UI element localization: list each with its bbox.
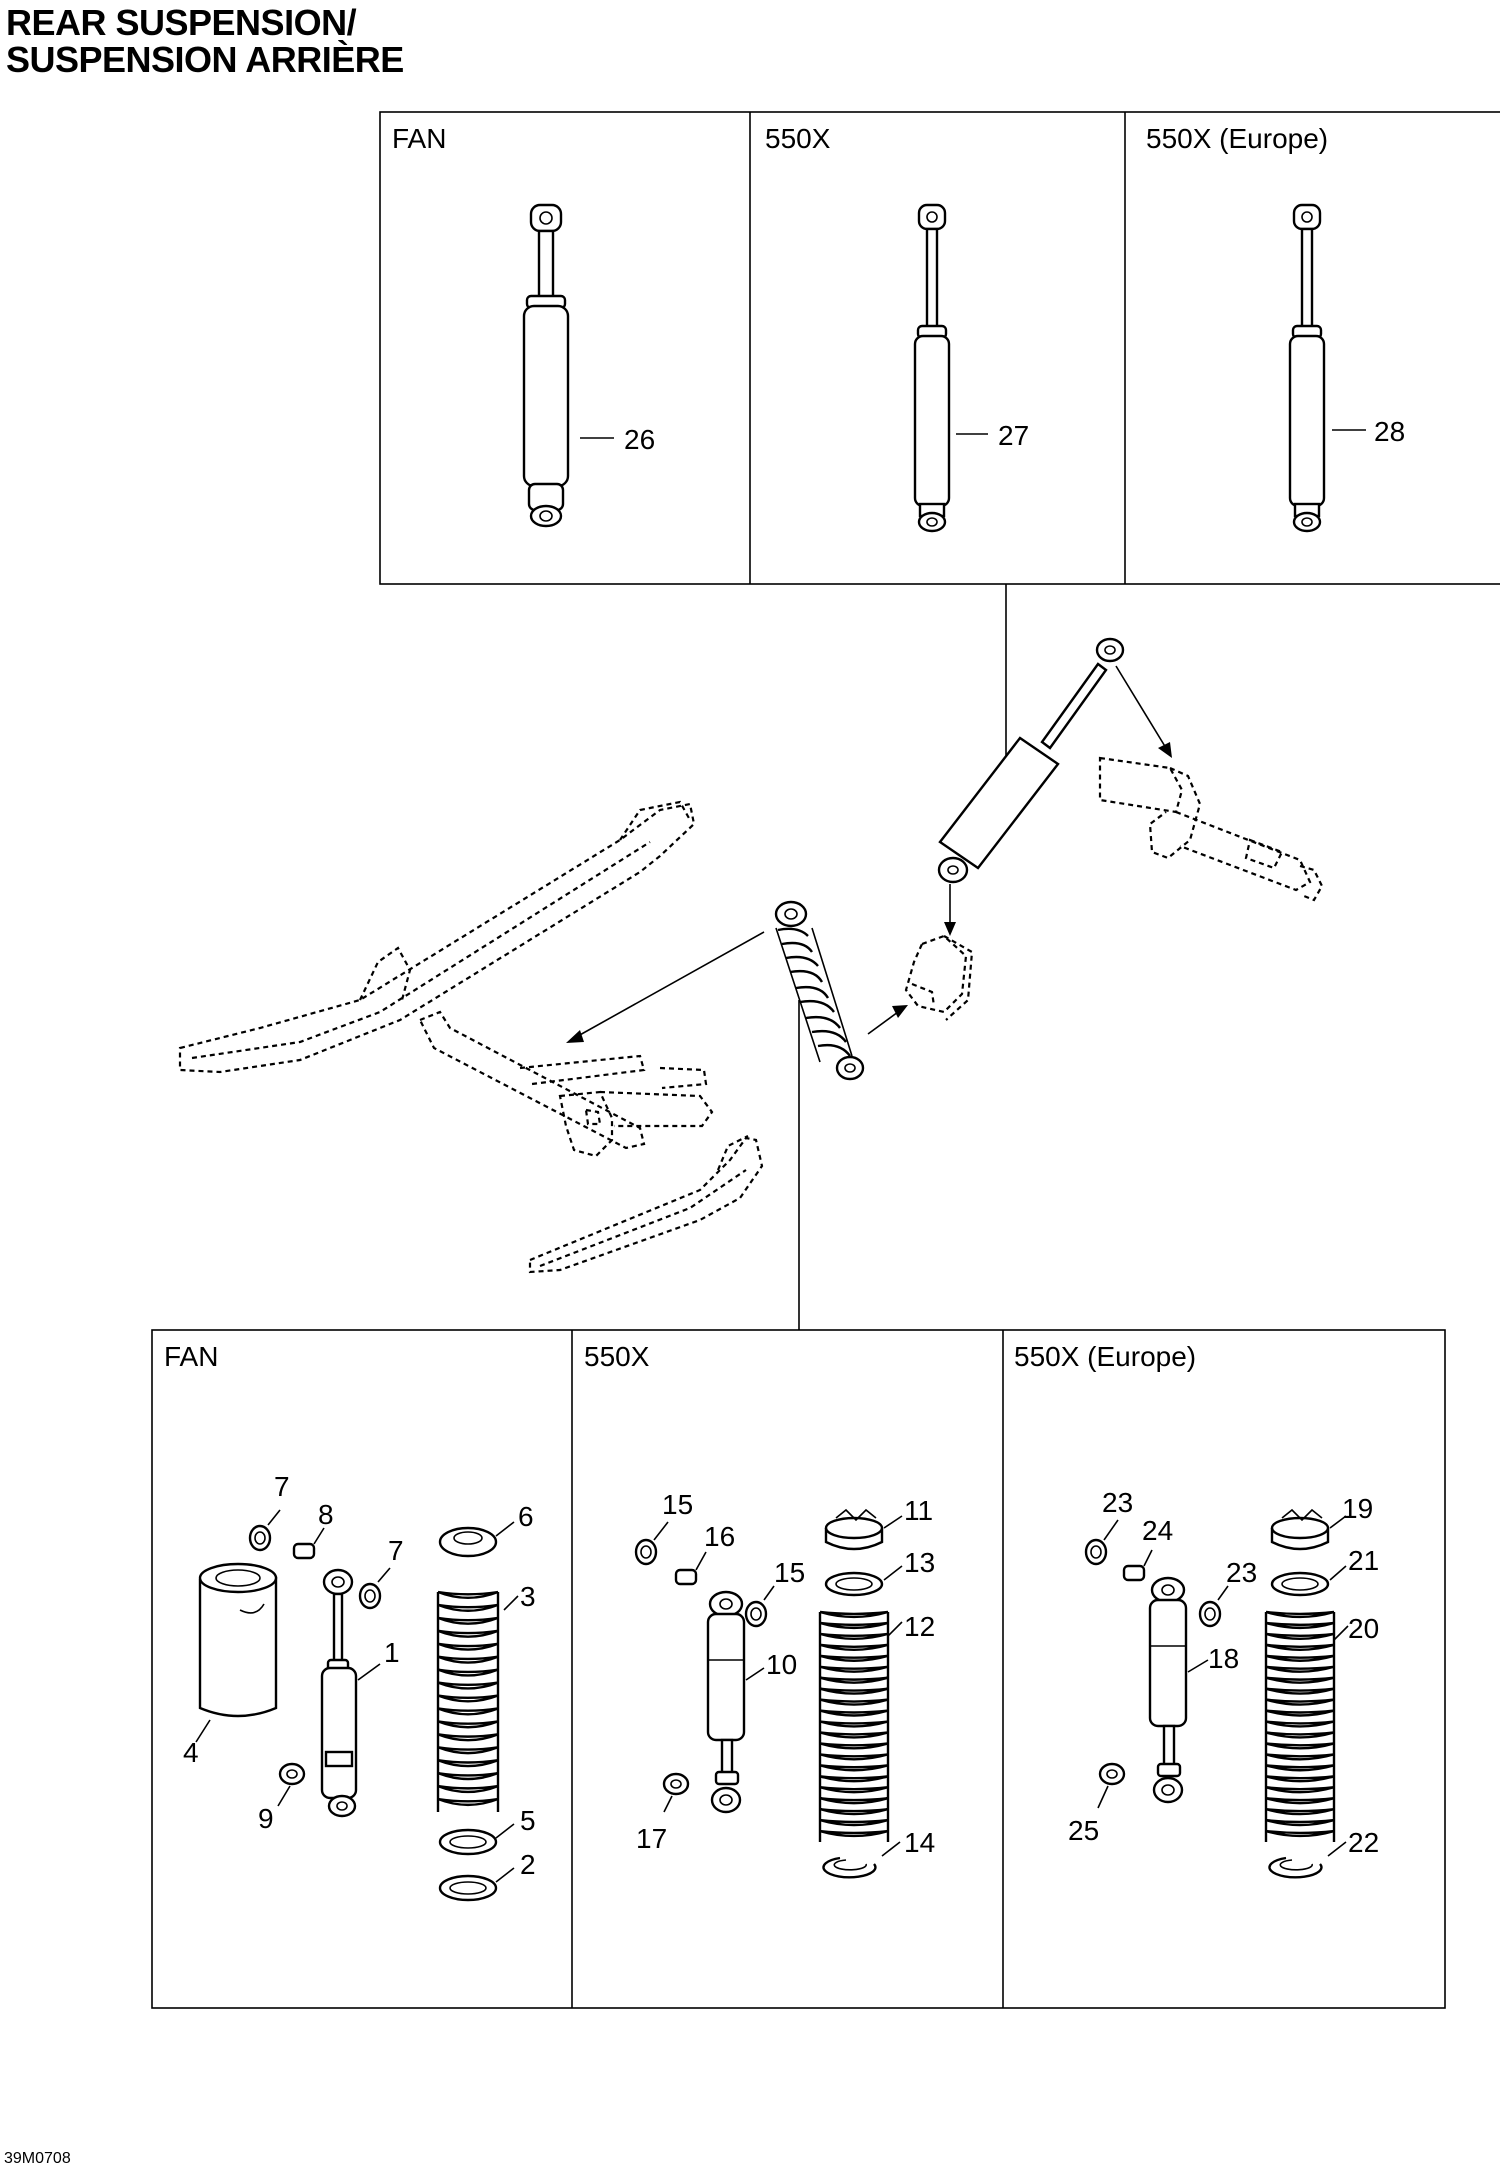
callout-18: 18 [1208,1643,1239,1674]
bottom-panel-1-header: FAN [164,1341,218,1372]
pivot-bushing-15b [744,1600,768,1628]
drawing-code: 39M0708 [4,2150,71,2167]
pivot-bushing-7b [358,1582,382,1610]
callout-3: 3 [520,1581,536,1612]
shock-absorber-28 [1288,203,1326,533]
top-panel-1-header: FAN [392,123,446,154]
callout-10: 10 [766,1649,797,1680]
callout-14: 14 [904,1827,935,1858]
sleeve-8 [292,1542,316,1560]
top-panel-group: FAN 550X 550X (Europe) 26 27 [379,111,1500,585]
callout-25: 25 [1068,1815,1099,1846]
assembly-rear-shock [937,637,1125,884]
front-arm-dashed [418,1010,714,1158]
callout-4: 4 [183,1737,199,1768]
callout-26: 26 [624,424,655,455]
sleeve-24 [1122,1564,1146,1582]
arrow-shock-to-arm [1115,665,1167,749]
bottom-panel-frame [151,1329,1446,2009]
callout-5: 5 [520,1805,536,1836]
callout-23-top: 23 [1102,1487,1133,1518]
shock-absorber-10 [706,1590,746,1814]
callout-7-top: 7 [274,1471,290,1502]
callout-17: 17 [636,1823,667,1854]
title-line-1: REAR SUSPENSION/ [6,2,357,43]
bottom-panel-3-header: 550X (Europe) [1014,1341,1196,1372]
top-panel-3-header: 550X (Europe) [1146,123,1328,154]
sleeve-16 [674,1568,698,1586]
slide-rail-upper-dashed [178,800,696,1074]
callout-1: 1 [384,1637,400,1668]
spring-clip-22 [1268,1856,1323,1879]
spring-retainer-11 [824,1508,884,1551]
callout-15-right: 15 [774,1557,805,1588]
page-title: REAR SUSPENSION/ SUSPENSION ARRIÈRE [6,4,404,78]
title-line-2: SUSPENSION ARRIÈRE [6,39,404,80]
shock-bracket-dashed [904,934,974,1021]
shock-absorber-27 [913,203,951,533]
callout-27: 27 [998,420,1029,451]
coil-spring-20 [1264,1610,1336,1842]
callout-22: 22 [1348,1827,1379,1858]
pivot-bushing-23a [1084,1538,1108,1566]
fan-kit: 4 7 8 1 [183,1471,536,1902]
spring-retainer-19 [1270,1508,1330,1551]
arrow-coil-to-bracket [867,1011,899,1035]
arrow-coil-to-front-arm [577,931,765,1037]
bushing-17 [662,1772,690,1796]
callout-12: 12 [904,1611,935,1642]
pivot-bushing-7a [248,1524,272,1552]
shock-absorber-26 [522,203,570,528]
pivot-bushing-23b [1198,1600,1222,1628]
550x-kit: 15 16 10 15 [634,1489,935,1879]
callout-6: 6 [518,1501,534,1532]
callout-15-top: 15 [662,1489,693,1520]
shock-absorber-1 [320,1568,358,1818]
callout-28: 28 [1374,416,1405,447]
callout-7-right: 7 [388,1535,404,1566]
callout-19: 19 [1342,1493,1373,1524]
bottom-panel-group: FAN 550X 550X (Europe) 4 7 8 [151,1329,1446,2009]
spring-clip-14 [822,1856,877,1879]
coil-spring-12 [818,1610,890,1842]
washer-5 [438,1828,498,1856]
shock-absorber-18 [1148,1576,1188,1804]
callout-2: 2 [520,1849,536,1880]
bushing-25 [1098,1762,1126,1786]
callout-8: 8 [318,1499,334,1530]
callout-9: 9 [258,1803,274,1834]
top-panel-frame [379,111,1500,585]
pivot-bushing-15a [634,1538,658,1566]
top-panel-2-header: 550X [765,123,831,154]
callout-23-right: 23 [1226,1557,1257,1588]
callout-11: 11 [904,1495,933,1526]
suspension-assembly-overview [178,637,1324,1274]
spring-retainer-6 [438,1526,498,1558]
bushing-9 [278,1762,306,1786]
550x-europe-kit: 23 24 18 23 [1068,1487,1379,1879]
coil-spring-3 [436,1590,500,1812]
callout-21: 21 [1348,1545,1379,1576]
washer-2 [438,1874,498,1902]
rear-pivot-arm-dashed [1098,756,1324,902]
washer-21 [1270,1571,1330,1597]
callout-13: 13 [904,1547,935,1578]
bottom-panel-2-header: 550X [584,1341,650,1372]
slide-rail-lower-dashed [528,1135,764,1274]
assembly-front-shock-coil [774,900,865,1081]
dust-cover-4 [198,1562,278,1718]
callout-16: 16 [704,1521,735,1552]
washer-13 [824,1571,884,1597]
callout-24: 24 [1142,1515,1173,1546]
callout-20: 20 [1348,1613,1379,1644]
